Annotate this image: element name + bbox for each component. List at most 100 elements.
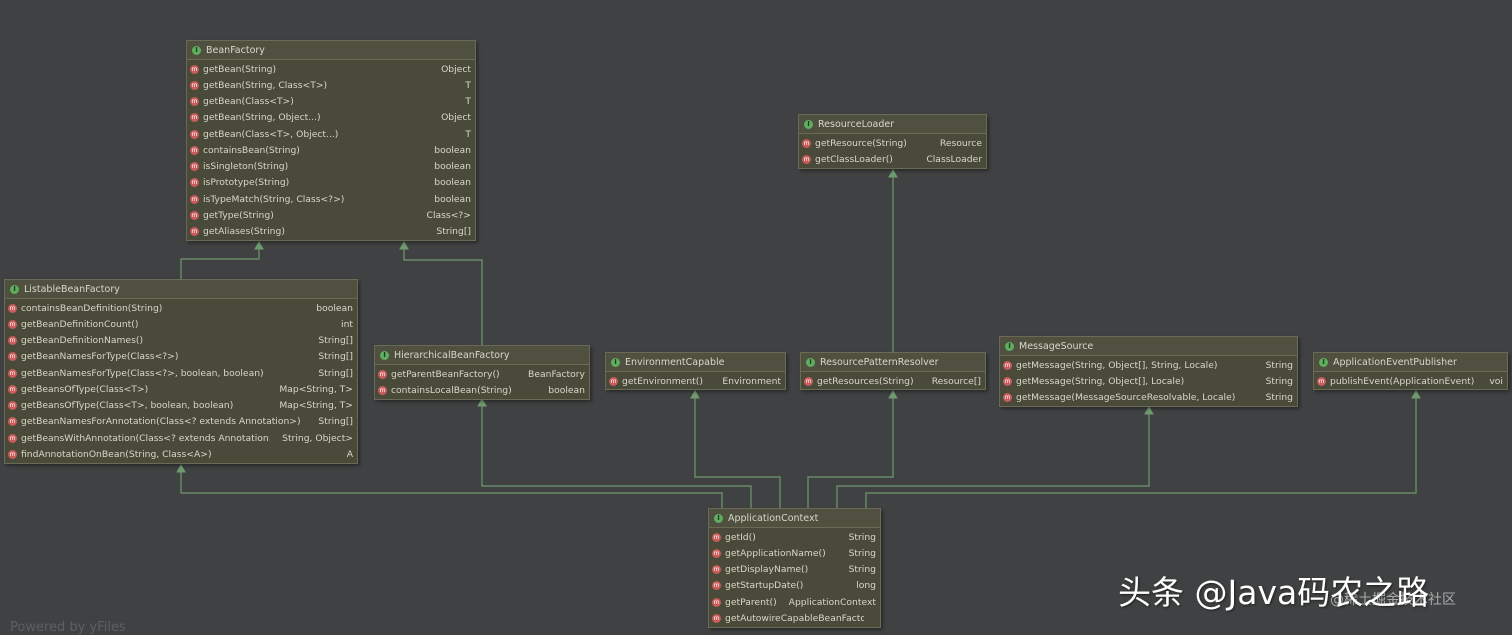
- method-icon: m: [190, 194, 199, 204]
- method-icon: m: [802, 138, 811, 148]
- method-row[interactable]: m getBeanNamesForAnnotation(Class<? exten…: [5, 414, 357, 430]
- method-icon: m: [609, 376, 618, 386]
- interface-icon: I: [1319, 357, 1328, 367]
- method-return-type: String[]: [318, 416, 353, 428]
- method-signature: getParentBeanFactory(): [391, 368, 500, 380]
- method-signature: getBeanNamesForAnnotation(Class<? extend…: [21, 416, 301, 428]
- method-icon: m: [190, 80, 199, 90]
- method-signature: getDisplayName(): [725, 564, 809, 576]
- edge-appcontext-to-resolver: [807, 391, 894, 508]
- method-return-type: T: [465, 128, 471, 140]
- method-signature: getResource(String): [815, 137, 907, 149]
- method-return-type: String: [1265, 375, 1293, 387]
- method-return-type: boolean: [434, 193, 471, 205]
- method-signature: isTypeMatch(String, Class<?>): [203, 193, 345, 205]
- method-signature: containsLocalBean(String): [391, 384, 512, 396]
- method-signature: getEnvironment(): [622, 375, 703, 387]
- method-signature: getBeansWithAnnotation(Class<? extends A…: [21, 432, 271, 444]
- method-signature: getType(String): [203, 209, 274, 221]
- method-return-type: String, Object>: [282, 432, 353, 444]
- method-row[interactable]: m getMessage(String, Object[], String, Lo…: [1000, 357, 1297, 373]
- method-icon: m: [804, 376, 813, 386]
- method-icon: m: [190, 145, 199, 155]
- interface-icon: I: [380, 350, 389, 360]
- method-icon: m: [1003, 360, 1012, 370]
- edge-appcontext-to-hierarchical: [481, 399, 752, 508]
- method-signature: getBean(Class<T>): [203, 96, 294, 108]
- edge-hierarchical-to-beanfactory: [403, 242, 483, 345]
- method-return-type: T: [465, 96, 471, 108]
- method-signature: getStartupDate(): [725, 580, 804, 592]
- method-return-type: String: [1265, 359, 1293, 371]
- class-name: MessageSource: [1019, 340, 1094, 352]
- method-row[interactable]: m isTypeMatch(String, Class<?>) boolean: [187, 191, 475, 207]
- method-icon: m: [8, 417, 17, 427]
- interface-icon: I: [804, 119, 813, 129]
- method-row[interactable]: mgetAutowireCapableBeanFactory(): [709, 610, 880, 626]
- method-row[interactable]: m getBeansWithAnnotation(Class<? extends …: [5, 430, 357, 446]
- method-icon: m: [378, 385, 387, 395]
- method-icon: m: [712, 548, 721, 558]
- method-signature: isSingleton(String): [203, 161, 289, 173]
- arrowhead: [176, 463, 186, 473]
- method-signature: findAnnotationOnBean(String, Class<A>): [21, 448, 212, 460]
- method-signature: getMessage(String, Object[], String, Loc…: [1016, 359, 1218, 371]
- method-icon: m: [8, 352, 17, 362]
- method-icon: m: [802, 154, 811, 164]
- method-signature: getApplicationName(): [725, 547, 826, 559]
- method-icon: m: [8, 433, 17, 443]
- method-return-type: Map<String, T>: [279, 400, 353, 412]
